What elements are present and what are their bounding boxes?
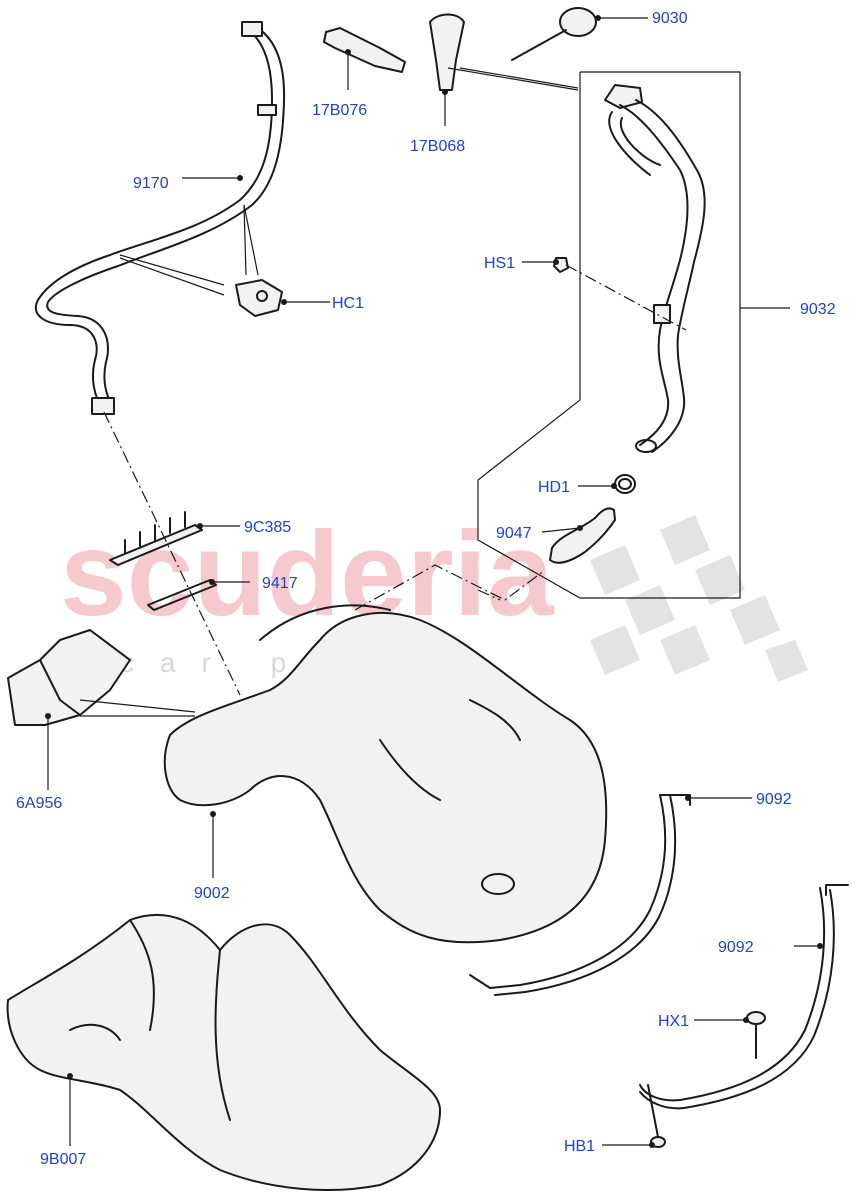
label-6a956: 6A956: [16, 795, 62, 812]
tank-strap-9092-b: [639, 884, 849, 1110]
hose-end: [241, 21, 263, 37]
seal-9417: [147, 579, 217, 611]
fuel-tank-9002: [163, 604, 608, 944]
filler-assembly-outline: [477, 71, 741, 599]
label-9417: 9417: [262, 575, 298, 592]
connector-17b076: [323, 27, 406, 73]
filler-axis: [354, 564, 546, 611]
callout-labels: 9030 17B076 17B068 9170 HC1 HS1 9032 HD1…: [16, 10, 836, 1168]
screw-hs1: [553, 257, 687, 331]
label-hb1: HB1: [564, 1138, 595, 1155]
underbody-shield-9b007: [6, 913, 441, 1191]
hose-clip-hc1: [119, 204, 283, 317]
label-hs1: HS1: [484, 255, 515, 272]
label-hc1: HC1: [332, 295, 364, 312]
filler-neck-9032: [604, 84, 706, 453]
filler-hose-9047: [477, 507, 616, 601]
label-17b068: 17B068: [410, 138, 465, 155]
label-9c385: 9C385: [244, 519, 291, 536]
label-9092-a: 9092: [756, 791, 792, 808]
label-hx1: HX1: [658, 1013, 689, 1030]
hose-clip: [257, 104, 277, 116]
label-9002: 9002: [194, 885, 230, 902]
callout-leaders: [45, 15, 823, 1148]
label-9030: 9030: [652, 10, 688, 27]
assembly-axis: [103, 411, 241, 696]
tank-strap-9092-a: [469, 794, 691, 996]
label-9032: 9032: [800, 301, 836, 318]
fuel-cap-9030: [447, 7, 597, 91]
tank-flange-9c385: [109, 511, 203, 566]
clip-hx1: [746, 1011, 766, 1059]
label-9092-b: 9092: [718, 939, 754, 956]
funnel-17b068: [429, 13, 465, 91]
label-hd1: HD1: [538, 479, 570, 496]
bolt-hb1: [647, 1084, 666, 1148]
clamp-hd1: [614, 474, 636, 494]
label-9b007: 9B007: [40, 1151, 86, 1168]
label-9047: 9047: [496, 525, 532, 542]
heat-shield-6a956: [7, 629, 196, 726]
label-17b076: 17B076: [312, 102, 367, 119]
hose-connector: [91, 397, 115, 415]
vent-hose-9170: [35, 21, 286, 415]
label-9170: 9170: [133, 175, 169, 192]
watermark-brand: scuderia: [60, 507, 555, 641]
